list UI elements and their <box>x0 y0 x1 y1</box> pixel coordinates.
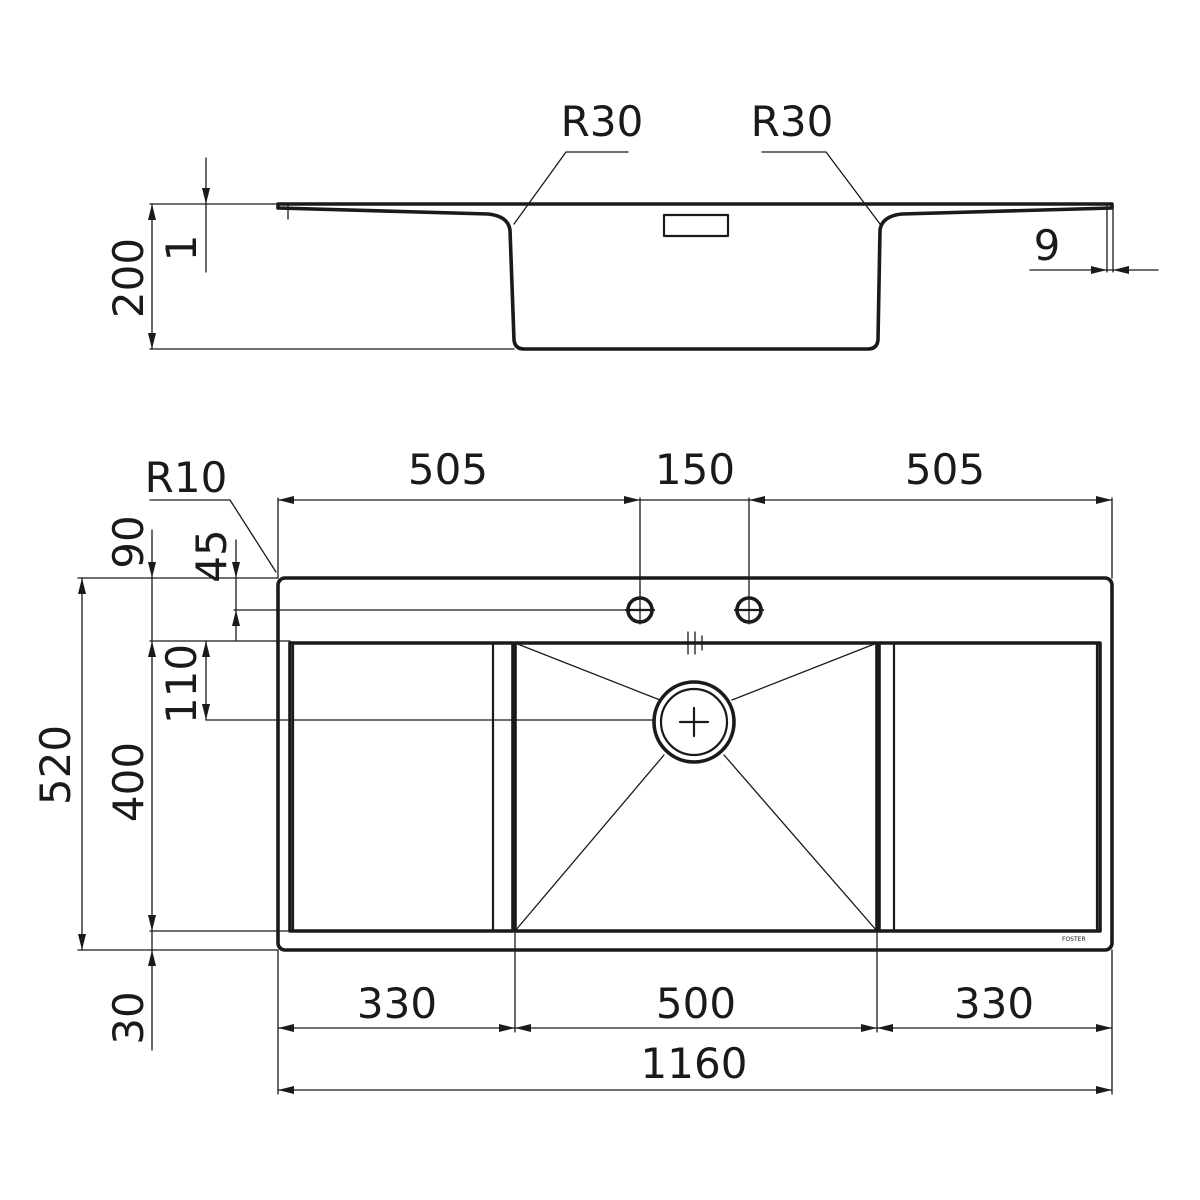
dim-edge-drop-label: 9 <box>1034 221 1061 270</box>
right-drainer-outline <box>877 641 1102 933</box>
dim-bowl-width-label: 500 <box>656 979 736 1028</box>
tap-hole-left <box>624 497 656 625</box>
left-drainer <box>288 641 515 933</box>
drain-inner-ring <box>659 687 729 757</box>
corner-radius-label: R10 <box>145 453 228 502</box>
radius-right-leader <box>761 151 881 225</box>
dim-tap-spacing-label: 150 <box>655 445 735 494</box>
dim-front-margin-label: 30 <box>104 991 153 1044</box>
side-view: 200 1 R30 R30 9 <box>104 97 1159 351</box>
radius-left-label: R30 <box>561 97 644 146</box>
main-bowl-outline <box>513 641 879 933</box>
dim-back-margin-label: 90 <box>104 515 153 568</box>
right-drainer <box>877 641 1102 933</box>
sink-side-profile <box>276 202 1114 351</box>
brand-mark-text: FOSTER <box>1062 936 1086 943</box>
radius-right-label: R30 <box>751 97 834 146</box>
dim-bowl-depth-label: 400 <box>104 742 153 822</box>
dim-tap-offset-left-label: 505 <box>408 445 488 494</box>
top-view: FOSTER 505 150 505 R10 <box>31 445 1114 1095</box>
radius-left-leader <box>513 151 629 225</box>
sink-outer-outline <box>276 576 1114 952</box>
dim-tap-offset-right-label: 505 <box>905 445 985 494</box>
corner-radius-leader <box>149 499 277 573</box>
drain-outer-ring <box>652 680 736 764</box>
dim-drainer-right-label: 330 <box>954 979 1034 1028</box>
dim-tap-line-label: 45 <box>187 529 236 582</box>
dim-total-width-label: 1160 <box>641 1039 748 1088</box>
dim-drainer-left-label: 330 <box>357 979 437 1028</box>
dim-height-label: 200 <box>104 238 153 318</box>
main-bowl <box>513 631 879 933</box>
left-drainer-outline <box>288 641 515 933</box>
dim-thickness-label: 1 <box>157 235 206 262</box>
dim-drain-offset-label: 110 <box>157 644 206 724</box>
tap-hole-right <box>733 497 765 625</box>
dim-total-depth-label: 520 <box>31 725 80 805</box>
overflow-slot <box>662 213 730 238</box>
